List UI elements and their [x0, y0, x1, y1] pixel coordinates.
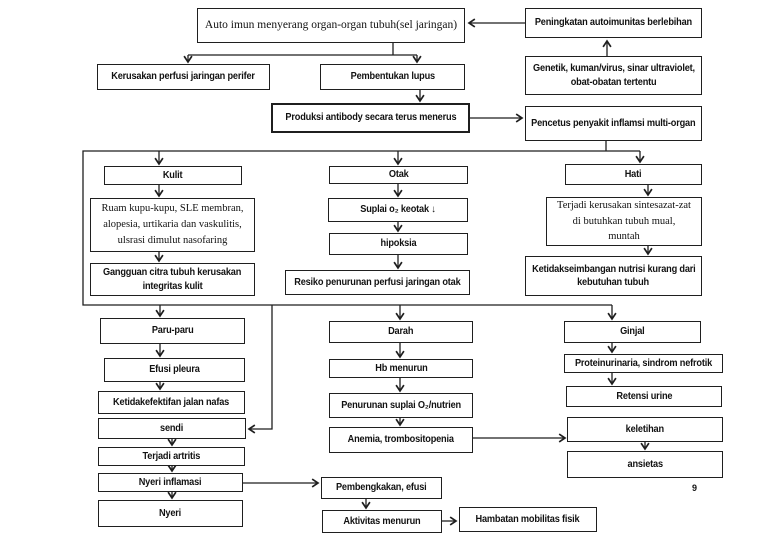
- node-terjadi-line2: di butuhkan tubuh mual,: [572, 215, 676, 227]
- node-terjadi-artritis: Terjadi artritis: [98, 447, 245, 466]
- node-ruam-line2: alopesia, urtikaria dan vaskulitis,: [103, 219, 242, 231]
- node-otak-label: Otak: [388, 169, 409, 181]
- node-aktivitas-menurun: Aktivitas menurun: [322, 510, 442, 533]
- node-efusi-pleura: Efusi pleura: [104, 358, 245, 382]
- node-gangguan-citra: Gangguan citra tubuh kerusakan integrita…: [90, 263, 255, 296]
- node-gangguan-line2: integritas kulit: [142, 280, 203, 292]
- node-pembentukan-lupus: Pembentukan lupus: [320, 64, 465, 90]
- node-hipoksia: hipoksia: [329, 233, 468, 255]
- node-ketidakseimbangan-nutrisi: Ketidakseimbangan nutrisi kurang dari ke…: [525, 256, 702, 296]
- node-resiko-label: Resiko penurunan perfusi jaringan otak: [294, 276, 461, 288]
- node-ketidakseimbangan-line2: kebutuhan tubuh: [577, 277, 650, 288]
- node-penurunan-suplai: Penurunan suplai O₂/nutrien: [329, 393, 473, 418]
- node-resiko-perfusi-otak: Resiko penurunan perfusi jaringan otak: [285, 270, 470, 295]
- node-auto-imun-label: Auto imun menyerang organ-organ tubuh(se…: [204, 18, 458, 31]
- node-nyeri-inflamasi-label: Nyeri inflamasi: [139, 476, 202, 488]
- node-genetik-line1: Genetik, kuman/virus, sinar ultraviolet,: [532, 63, 695, 75]
- node-produksi-antibody: Produksi antibody secara terus menerus: [271, 103, 470, 133]
- node-pembengkakan-efusi: Pembengkakan, efusi: [321, 477, 442, 499]
- node-terjadi-line3: muntah: [608, 231, 640, 243]
- node-retensi-urine: Retensi urine: [566, 386, 722, 407]
- node-pencetus-inflamsi: Pencetus penyakit inflamsi multi-organ: [525, 106, 702, 141]
- node-kerusakan-perfusi-label: Kerusakan perfusi jaringan perifer: [111, 71, 256, 83]
- node-ruam-line1: Ruam kupu-kupu, SLE membran,: [101, 203, 244, 215]
- node-keletihan-label: keletihan: [625, 423, 665, 435]
- node-ruam: Ruam kupu-kupu, SLE membran, alopesia, u…: [90, 198, 255, 252]
- node-efusi-label: Efusi pleura: [149, 364, 200, 376]
- arrow-bus-to-sendi: [249, 305, 273, 429]
- node-hati: Hati: [565, 164, 702, 185]
- node-sendi: sendi: [98, 418, 246, 439]
- node-anemia-trombositopenia: Anemia, trombositopenia: [329, 427, 473, 453]
- node-ketidakseimbangan-line1: Ketidakseimbangan nutrisi kurang dari: [531, 263, 696, 275]
- node-ginjal: Ginjal: [564, 321, 701, 343]
- node-artritis-label: Terjadi artritis: [142, 450, 201, 462]
- node-terjadi-line1: Terjadi kerusakan sintesazat-zat: [557, 199, 691, 211]
- node-pencetus-label: Pencetus penyakit inflamsi multi-organ: [531, 117, 696, 129]
- node-nyeri: Nyeri: [98, 500, 243, 527]
- node-peningkatan-autoimunitas: Peningkatan autoimunitas berlebihan: [525, 8, 702, 38]
- node-peningkatan-label: Peningkatan autoimunitas berlebihan: [534, 17, 693, 29]
- node-proteinurinaria-label: Proteinurinaria, sindrom nefrotik: [574, 357, 713, 369]
- node-hb-label: Hb menurun: [374, 362, 428, 374]
- node-kerusakan-perfusi: Kerusakan perfusi jaringan perifer: [97, 64, 270, 90]
- node-darah: Darah: [329, 321, 473, 343]
- page-number: 9: [692, 483, 698, 493]
- node-hipoksia-label: hipoksia: [380, 238, 417, 250]
- node-kulit: Kulit: [104, 166, 242, 185]
- node-ansietas: ansietas: [567, 451, 723, 478]
- node-pembentukan-lupus-label: Pembentukan lupus: [350, 71, 435, 83]
- node-nyeri-inflamasi: Nyeri inflamasi: [98, 473, 243, 492]
- node-ketidakefektifan-label: Ketidakefektifan jalan nafas: [113, 396, 230, 408]
- node-auto-imun: Auto imun menyerang organ-organ tubuh(se…: [197, 8, 465, 43]
- node-penurunan-label: Penurunan suplai O₂/nutrien: [341, 399, 461, 411]
- node-hambatan-label: Hambatan mobilitas fisik: [476, 513, 580, 525]
- node-hambatan-mobilitas: Hambatan mobilitas fisik: [459, 507, 597, 532]
- node-gangguan-line1: Gangguan citra tubuh kerusakan: [103, 267, 242, 279]
- node-otak: Otak: [329, 166, 468, 184]
- node-paru-paru: Paru-paru: [100, 318, 245, 344]
- node-suplai-label: Suplai o₂ keotak ↓: [360, 204, 436, 216]
- node-proteinurinaria: Proteinurinaria, sindrom nefrotik: [564, 354, 723, 373]
- node-terjadi-kerusakan: Terjadi kerusakan sintesazat-zat di butu…: [546, 197, 702, 246]
- node-paru-label: Paru-paru: [151, 325, 194, 337]
- node-sendi-label: sendi: [160, 422, 184, 434]
- node-nyeri-label: Nyeri: [159, 507, 182, 519]
- node-suplai-o2-keotak: Suplai o₂ keotak ↓: [328, 198, 468, 222]
- node-darah-label: Darah: [388, 326, 414, 338]
- node-retensi-label: Retensi urine: [616, 390, 672, 402]
- node-produksi-label: Produksi antibody secara terus menerus: [285, 112, 456, 124]
- node-ruam-line3: ulsrasi dimulut nasofaring: [117, 234, 228, 246]
- node-aktivitas-label: Aktivitas menurun: [343, 515, 421, 527]
- node-ansietas-label: ansietas: [627, 458, 663, 470]
- node-keletihan: keletihan: [567, 417, 723, 442]
- node-genetik-line2: obat-obatan tertentu: [570, 76, 657, 88]
- node-kulit-label: Kulit: [163, 169, 183, 181]
- node-pembengkakan-label: Pembengkakan, efusi: [336, 482, 427, 494]
- node-anemia-label: Anemia, trombositopenia: [347, 434, 455, 446]
- node-ketidakefektifan-jalan-nafas: Ketidakefektifan jalan nafas: [98, 391, 245, 414]
- line-organ-bus: [82, 150, 640, 306]
- node-hati-label: Hati: [625, 168, 642, 180]
- node-genetik: Genetik, kuman/virus, sinar ultraviolet,…: [525, 56, 702, 95]
- node-ginjal-label: Ginjal: [620, 326, 645, 338]
- node-hb-menurun: Hb menurun: [329, 359, 473, 378]
